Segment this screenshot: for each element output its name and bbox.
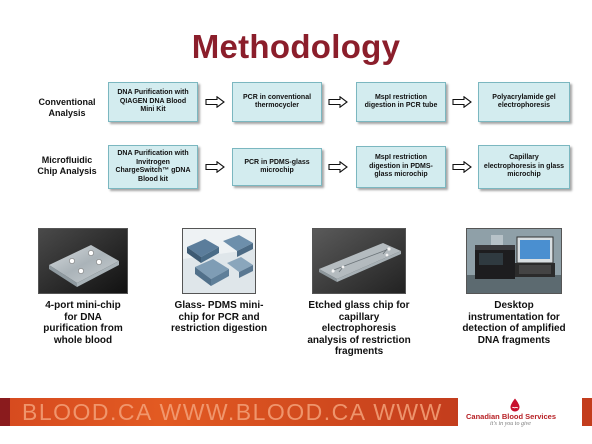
- logo-tagline: it's in you to give: [490, 421, 531, 427]
- step-polyacrylamide-gel: Polyacrylamide gel electrophoresis: [478, 82, 570, 122]
- row-label-microfluidic: Microfluidic Chip Analysis: [37, 155, 97, 176]
- arrow-right-icon: [328, 96, 348, 108]
- glass-chip-image: [38, 228, 128, 294]
- step-mspi-digestion-tube: MspI restriction digestion in PCR tube: [356, 82, 446, 122]
- footer-accent: [0, 398, 10, 426]
- step-capillary-electrophoresis: Capillary electrophoresis in glass micro…: [478, 145, 570, 189]
- slide-title: Methodology: [191, 28, 401, 65]
- caption-purification-chip: 4-port mini-chip for DNA purification fr…: [43, 300, 123, 346]
- logo-name: Canadian Blood Services: [466, 412, 557, 421]
- arrow-right-icon: [328, 161, 348, 173]
- footer-right-accent: [582, 398, 592, 426]
- step-dna-purification-qiagen: DNA Purification with QIAGEN DNA Blood M…: [108, 82, 198, 122]
- step-pcr-thermocycler: PCR in conventional thermocycler: [232, 82, 322, 122]
- arrow-right-icon: [205, 96, 225, 108]
- step-mspi-digestion-microchip: MspI restriction digestion in PDMS-glass…: [356, 146, 446, 188]
- pdms-chips-image: [182, 228, 256, 294]
- arrow-right-icon: [205, 161, 225, 173]
- footer-watermark: BLOOD.CA WWW.BLOOD.CA WWW: [22, 399, 443, 425]
- caption-pdms-chip: Glass- PDMS mini-chip for PCR and restri…: [170, 300, 268, 334]
- canadian-blood-services-logo: Canadian Blood Services it's in you to g…: [460, 398, 580, 428]
- step-pcr-pdms-microchip: PCR in PDMS-glass microchip: [232, 148, 322, 186]
- footer: BLOOD.CA WWW.BLOOD.CA WWW Canadian Blood…: [0, 398, 592, 428]
- caption-etched-chip: Etched glass chip for capillary electrop…: [307, 300, 411, 357]
- arrow-right-icon: [452, 161, 472, 173]
- step-dna-purification-invitrogen: DNA Purification with Invitrogen ChargeS…: [108, 145, 198, 189]
- caption-desktop-instrument: Desktop instrumentation for detection of…: [462, 300, 566, 346]
- row-label-conventional: Conventional Analysis: [38, 97, 96, 118]
- footer-band: BLOOD.CA WWW.BLOOD.CA WWW: [0, 398, 458, 426]
- etched-glass-chip-image: [312, 228, 406, 294]
- desktop-instrument-image: [466, 228, 562, 294]
- arrow-right-icon: [452, 96, 472, 108]
- blood-drop-icon: [510, 398, 520, 412]
